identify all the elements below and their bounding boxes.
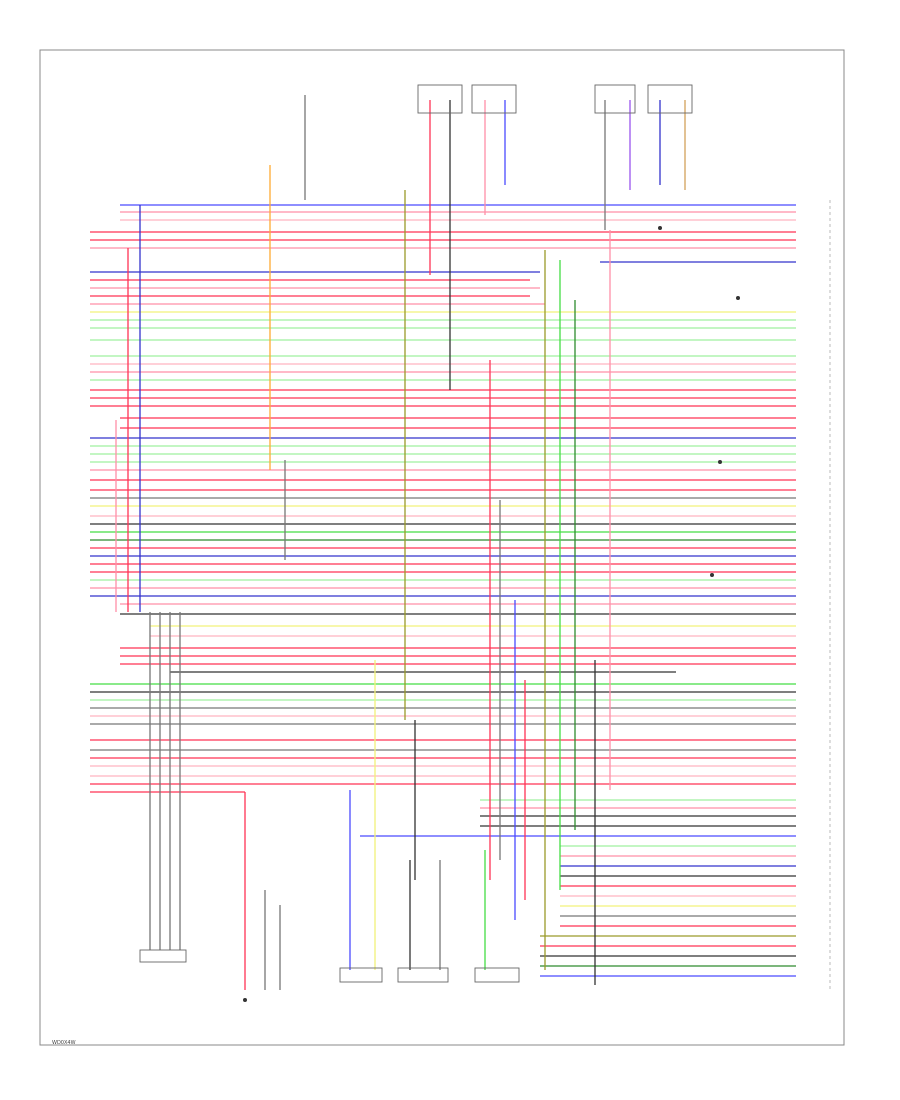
connector-box	[397, 967, 449, 983]
connector-box	[647, 84, 693, 114]
connector-box	[139, 949, 187, 963]
connector-box	[594, 84, 636, 114]
connector-box	[417, 84, 463, 114]
junction-dot	[718, 460, 722, 464]
junction-dot	[710, 573, 714, 577]
component-group	[139, 84, 831, 1002]
connector-box	[339, 967, 383, 983]
junction-dot	[658, 226, 662, 230]
diagram-frame	[39, 49, 845, 1046]
connector-box	[474, 967, 520, 983]
wire-group	[90, 95, 796, 990]
footer-code: WD0X4W	[52, 1040, 76, 1046]
connector-box	[471, 84, 517, 114]
junction-dot	[736, 296, 740, 300]
junction-dot	[243, 998, 247, 1002]
